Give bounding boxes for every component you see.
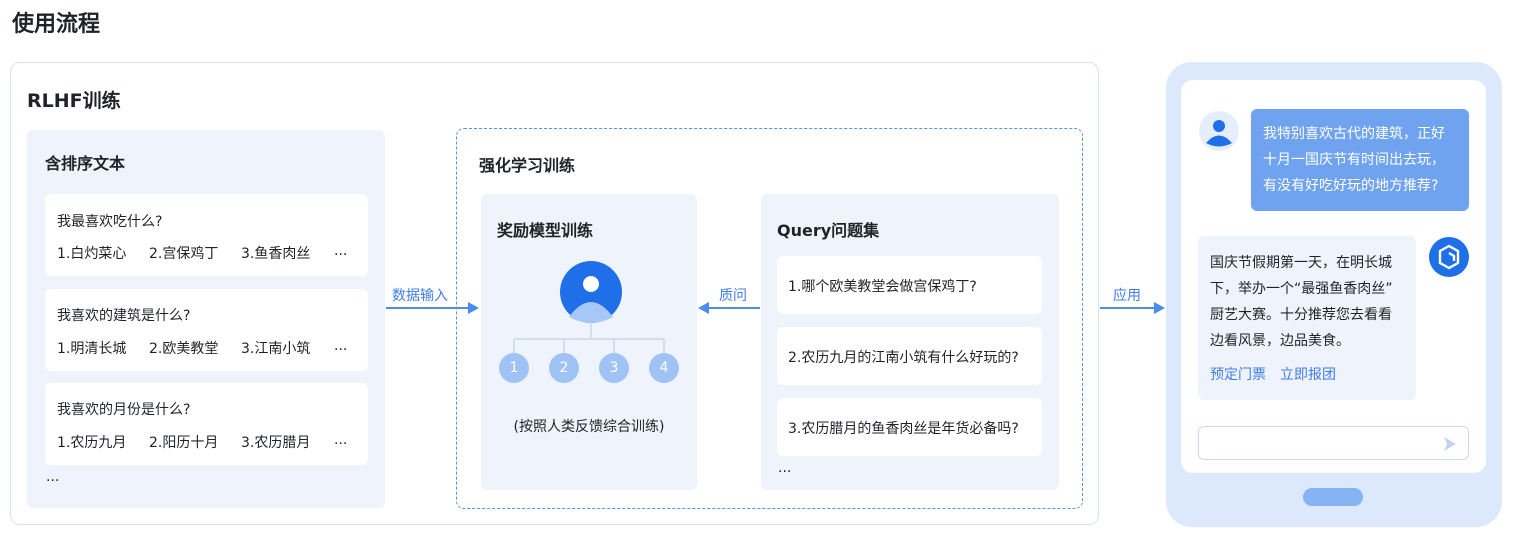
tree-node-1: 1 [499, 353, 529, 383]
query-item: 3.农历腊月的鱼香肉丝是年货必备吗? [788, 421, 1019, 437]
user-message-bubble: 我特别喜欢古代的建筑，正好 十月一国庆节有时间出去玩， 有没有好吃好玩的地方推荐… [1251, 109, 1469, 211]
apply-label: 应用 [1113, 288, 1141, 304]
rlhf-container [10, 62, 1099, 525]
apply-arrow-head [1154, 302, 1165, 314]
data-input-label: 数据输入 [392, 288, 448, 304]
reward-model-tree [513, 261, 665, 353]
rl-training-title: 强化学习训练 [479, 156, 576, 175]
card-question: 我喜欢的月份是什么? [57, 402, 191, 418]
ranked-card-3 [45, 383, 368, 465]
card-option: 2.阳历十月 [149, 435, 219, 451]
user-avatar-icon [1199, 111, 1239, 151]
card-option: 1.明清长城 [57, 341, 127, 357]
reward-model-panel [481, 194, 697, 490]
query-item: 1.哪个欧美教堂会做宫保鸡丁? [788, 279, 977, 295]
card-option: 2.宫保鸡丁 [149, 246, 219, 262]
query-item-card [777, 398, 1042, 456]
apply-arrow-line [1100, 307, 1156, 309]
rlhf-title: RLHF训练 [27, 90, 121, 112]
send-icon[interactable] [1443, 436, 1457, 452]
tree-node-4: 4 [649, 353, 679, 383]
query-item-card [777, 256, 1042, 314]
bot-message-line: 厨艺大赛。十分推荐您去看看 [1210, 307, 1392, 323]
page-title: 使用流程 [12, 12, 101, 37]
user-message-line: 有没有好吃好玩的地方推荐? [1263, 178, 1439, 194]
card-option: ... [334, 338, 348, 354]
query-arrow-line [708, 307, 760, 309]
query-item: 2.农历九月的江南小筑有什么好玩的? [788, 350, 1019, 366]
user-message-line: 十月一国庆节有时间出去玩， [1263, 152, 1445, 168]
card-option: ... [334, 243, 348, 259]
card-option: ... [334, 432, 348, 448]
card-option: 1.农历九月 [57, 435, 127, 451]
phone-home-button[interactable] [1303, 488, 1363, 506]
person-icon [560, 261, 622, 323]
book-ticket-link[interactable]: 预定门票 [1210, 367, 1266, 383]
card-option: 3.农历腊月 [241, 435, 311, 451]
data-input-arrow-line [386, 307, 470, 309]
query-arrow-head [698, 302, 709, 314]
bot-avatar-icon [1429, 237, 1469, 277]
tree-node-3: 3 [599, 353, 629, 383]
card-option: 2.欧美教堂 [149, 341, 219, 357]
rl-training-box [456, 128, 1083, 509]
bot-message-bubble: 国庆节假期第一天，在明长城 下，举办一个“最强鱼香肉丝” 厨艺大赛。十分推荐您去… [1198, 236, 1416, 400]
query-label: 质问 [719, 288, 747, 304]
ranked-text-title: 含排序文本 [45, 154, 126, 173]
card-option: 3.鱼香肉丝 [241, 246, 311, 262]
tree-node-2: 2 [549, 353, 579, 383]
reward-model-title: 奖励模型训练 [497, 221, 594, 240]
bot-message-line: 下，举办一个“最强鱼香肉丝” [1210, 281, 1393, 297]
query-item-card [777, 327, 1042, 385]
data-input-arrow-head [468, 302, 479, 314]
query-set-title: Query问题集 [777, 221, 880, 240]
ranked-card-2 [45, 289, 368, 371]
chat-input[interactable] [1198, 426, 1469, 460]
card-question: 我最喜欢吃什么? [57, 214, 163, 230]
join-tour-link[interactable]: 立即报团 [1280, 367, 1336, 383]
reward-model-caption: (按照人类反馈综合训练) [513, 419, 665, 435]
card-question: 我喜欢的建筑是什么? [57, 308, 191, 324]
card-option: 3.江南小筑 [241, 341, 311, 357]
ranked-more: ... [46, 469, 60, 485]
bot-message-line: 国庆节假期第一天，在明长城 [1210, 255, 1392, 271]
ranked-card-1 [45, 194, 368, 276]
bot-message-line: 边看风景，边品美食。 [1210, 333, 1350, 349]
user-message-line: 我特别喜欢古代的建筑，正好 [1263, 126, 1445, 142]
query-more: ... [778, 460, 792, 476]
card-option: 1.白灼菜心 [57, 246, 127, 262]
